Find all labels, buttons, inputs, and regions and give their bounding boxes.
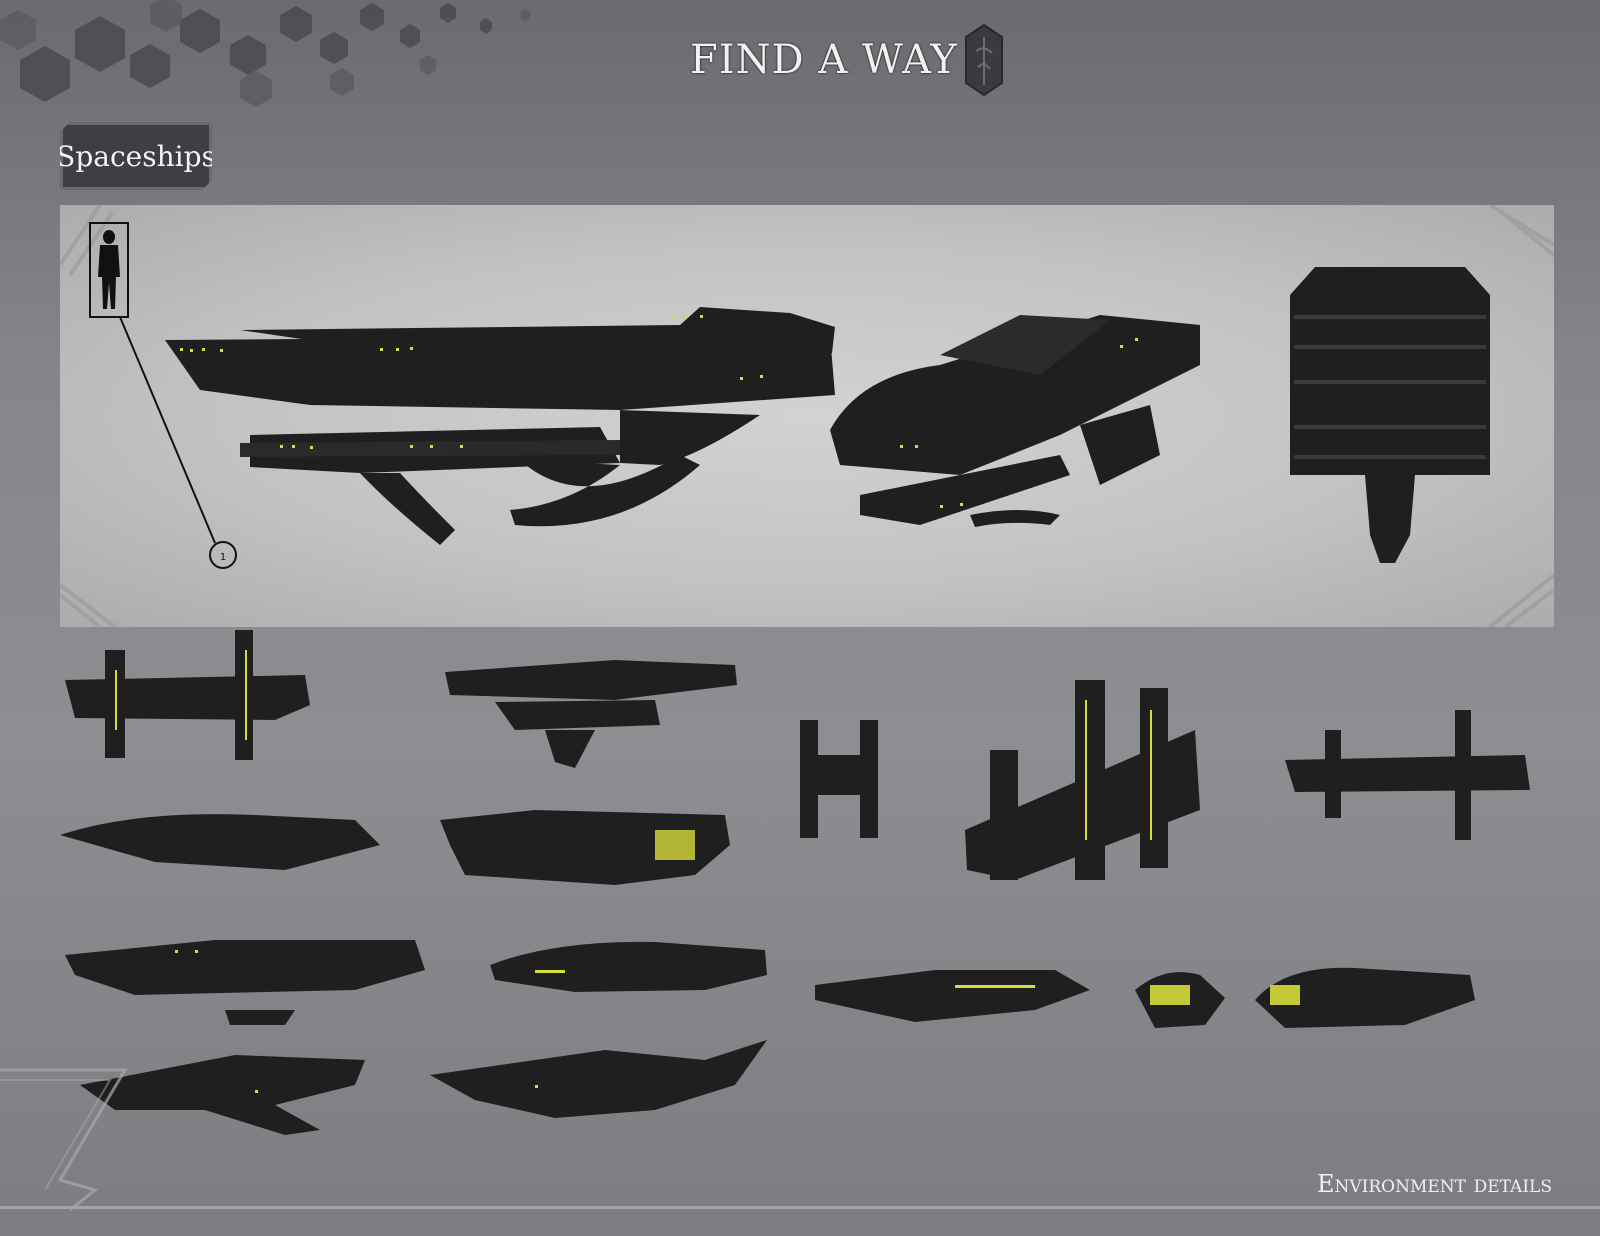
scale-marker-label: 1 — [220, 552, 226, 563]
ship-thumb-14 — [430, 1040, 767, 1118]
ship-thumb-1 — [65, 630, 310, 760]
ship-thumb-8 — [65, 940, 425, 1025]
page-title-text: FIND A WAY — [690, 37, 958, 83]
ship-thumb-5 — [1285, 710, 1530, 840]
hex-pattern-decoration — [0, 0, 530, 107]
hexagon-logo-icon — [964, 23, 1003, 97]
ship-thumb-13 — [80, 1055, 365, 1135]
decorative-lines — [0, 1068, 128, 1212]
hero-banner: 1 — [60, 205, 1554, 627]
ship-thumb-6 — [60, 814, 380, 870]
bottom-divider — [0, 1206, 1600, 1209]
section-tag: Spaceships — [60, 122, 212, 190]
section-tag-label: Spaceships — [56, 139, 216, 173]
hero-ship-views: 1 — [60, 205, 1554, 627]
ship-thumb-9 — [490, 941, 767, 992]
ship-thumb-3 — [800, 720, 878, 838]
ship-side-view — [165, 307, 835, 545]
ship-thumb-12 — [1255, 967, 1475, 1028]
footer-label: Environment details — [1316, 1170, 1552, 1198]
ship-thumb-7 — [440, 810, 730, 885]
ship-perspective-view — [830, 315, 1200, 527]
ship-fleet-grid — [60, 630, 1530, 1135]
ship-thumb-4 — [965, 680, 1200, 880]
ship-front-view — [1290, 267, 1490, 563]
ship-thumb-2 — [445, 660, 737, 768]
ship-thumb-10 — [815, 970, 1090, 1022]
scale-figure: 1 — [89, 222, 237, 569]
page-title: FIND A WAY — [690, 23, 1004, 97]
ship-lights — [115, 650, 1300, 1093]
